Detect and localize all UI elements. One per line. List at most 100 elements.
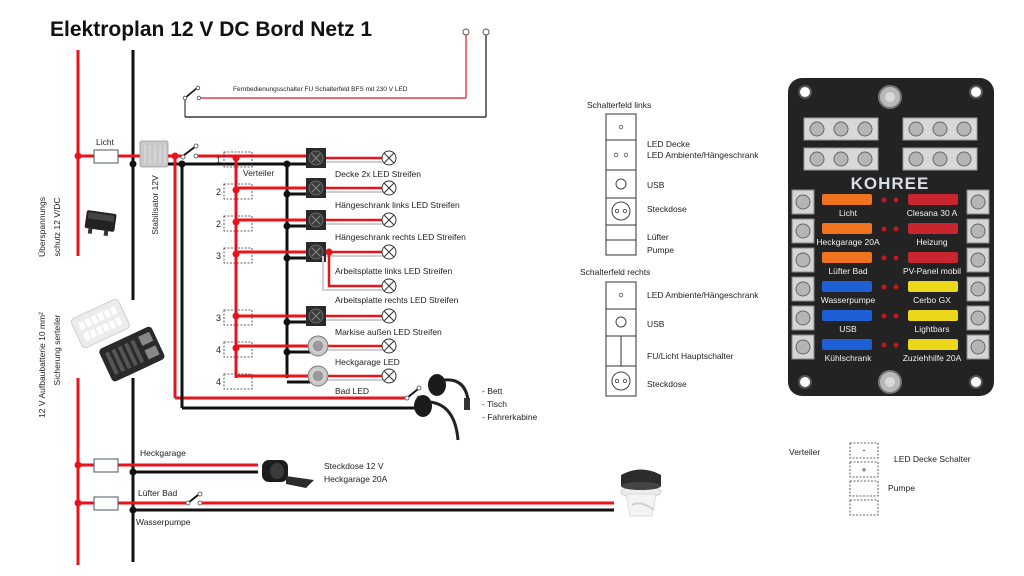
fuse-blue-icon xyxy=(822,339,872,350)
roof-fan-icon xyxy=(620,469,662,517)
mount-hole-icon xyxy=(798,375,812,389)
fuse-licht-label: Licht xyxy=(96,137,115,147)
reading-light-label: - Bett xyxy=(482,386,503,396)
switch-panel-left-item: Steckdose xyxy=(647,204,687,214)
fuse-label-right: PV-Panel mobil xyxy=(903,266,961,276)
legend-minus: - xyxy=(863,445,866,455)
battery-label-1: 12 V Aufbaubatterie 10 mm² xyxy=(37,312,47,418)
distributor-terminal-number: 3 xyxy=(216,251,221,261)
screw-icon xyxy=(809,121,825,137)
fuse-orange-icon xyxy=(822,252,872,263)
distributor-terminal xyxy=(223,215,253,232)
circuit-label: Bad LED xyxy=(335,386,369,396)
screw-icon xyxy=(833,121,849,137)
light-circuit: Licht Stabilisator 12V xyxy=(74,137,422,410)
reading-light-label: - Fahrerkabine xyxy=(482,412,538,422)
circuit-label: Hängeschrank rechts LED Streifen xyxy=(335,232,466,242)
page-title: Elektroplan 12 V DC Bord Netz 1 xyxy=(50,18,372,41)
screw-icon xyxy=(857,121,873,137)
terminal-icon xyxy=(462,28,470,36)
switch-panel-right: Schalterfeld rechts LED Ambiente/Hängesc… xyxy=(580,267,759,397)
socket-label-1: Steckdose 12 V xyxy=(324,461,384,471)
mount-hole-icon xyxy=(969,85,983,99)
led-indicator-icon xyxy=(618,292,624,298)
distributor-terminal-number: 4 xyxy=(216,377,221,387)
battery-fuse-distributor: 12 V Aufbaubatterie 10 mm² Sicherung ser… xyxy=(37,298,165,418)
switch-panel-right-item: USB xyxy=(647,319,665,329)
luefter-bad-label: Lüfter Bad xyxy=(138,488,177,498)
distributor-terminal xyxy=(223,373,253,390)
fuse-label-left: Kühlschrank xyxy=(825,353,873,363)
fuse-yellow-icon xyxy=(908,310,958,321)
legend: Verteiler - + LED Decke Schalter Pumpe xyxy=(789,442,971,516)
circuit-row: Hängeschrank rechts LED Streifen xyxy=(236,210,466,242)
fuse-red-icon xyxy=(908,252,958,263)
surge-protector-label-2: schutz 12 V/DC xyxy=(52,197,62,256)
switch-panel-left-item: Pumpe xyxy=(647,245,674,255)
led-indicator-icon xyxy=(618,124,624,130)
fuse-yellow-icon xyxy=(908,339,958,350)
fuse-blue-icon xyxy=(822,310,872,321)
socket-label-2: Heckgarage 20A xyxy=(324,474,388,484)
screw-icon xyxy=(908,151,924,167)
distributor-label: Verteiler xyxy=(243,168,274,178)
switch-panel-right-item: Steckdose xyxy=(647,379,687,389)
reading-light-icon xyxy=(414,395,460,441)
switch-panel-right-item: LED Ambiente/Hängeschrank xyxy=(647,290,759,300)
mount-hole-icon xyxy=(969,375,983,389)
circuit-row: Markise außen LED Streifen xyxy=(236,306,442,337)
screw-icon xyxy=(857,151,873,167)
screw-icon xyxy=(809,151,825,167)
switch-panel-left-item: Lüfter xyxy=(647,232,669,242)
fuse-label-right: Lightbars xyxy=(915,324,950,334)
screw-icon xyxy=(908,121,924,137)
indicator-led-icon xyxy=(881,342,887,348)
switch-panel-left: Schalterfeld links LED Decke LED Ambient… xyxy=(587,100,759,256)
socket-icon xyxy=(611,201,631,221)
fuse-row: Kühlschrank Zuziehhilfe 20A xyxy=(791,334,990,363)
fuse-label-right: Zuziehhilfe 20A xyxy=(903,353,962,363)
circuit-label: Arbeitsplatte rechts LED Streifen xyxy=(335,295,459,305)
indicator-led-icon xyxy=(893,313,899,319)
fuse-cover-icon xyxy=(70,298,130,349)
heckgarage-label: Heckgarage xyxy=(140,448,186,458)
legend-plus: + xyxy=(861,465,866,475)
12v-socket-icon xyxy=(262,460,314,488)
fuse-red-icon xyxy=(908,223,958,234)
indicator-led-icon xyxy=(881,197,887,203)
socket-icon xyxy=(611,371,631,391)
circuit-row: Arbeitsplatte rechts LED Streifen xyxy=(322,248,459,305)
fuse-label-left: Wasserpumpe xyxy=(821,295,876,305)
fuse-block-icon xyxy=(99,326,165,382)
circuit-label: Markise außen LED Streifen xyxy=(335,327,442,337)
circuit-row: Decke 2x LED Streifen xyxy=(283,148,421,179)
fuse-label-left: Licht xyxy=(839,208,858,218)
led-indicator-icon xyxy=(623,152,629,158)
indicator-led-icon xyxy=(881,226,887,232)
distributor-terminal-number: 4 xyxy=(216,345,221,355)
terminal-icon xyxy=(482,28,490,36)
circuit-label: Heckgarage LED xyxy=(335,357,400,367)
switch-panel-right-item: FU/Licht Hauptschalter xyxy=(647,351,734,361)
screw-icon xyxy=(956,121,972,137)
circuit-label: Hängeschrank links LED Streifen xyxy=(335,200,460,210)
switch-panel-left-item: LED Ambiente/Hängeschrank xyxy=(647,150,759,160)
fuse-red-icon xyxy=(908,194,958,205)
mount-hole-icon xyxy=(798,85,812,99)
fuse-licht-icon xyxy=(93,149,119,164)
fuse-orange-icon xyxy=(822,223,872,234)
fan-pump-circuit: Lüfter Bad Wasserpumpe xyxy=(74,469,662,527)
distributor-terminal-number: 1 xyxy=(216,155,221,165)
main-light-switch-icon xyxy=(182,145,197,157)
circuit-label: Decke 2x LED Streifen xyxy=(335,169,421,179)
distributor-terminal xyxy=(223,183,253,200)
circuit-row: Heckgarage LED xyxy=(236,335,400,367)
usb-port-icon xyxy=(615,316,627,328)
screw-icon xyxy=(932,121,948,137)
indicator-led-icon xyxy=(893,342,899,348)
